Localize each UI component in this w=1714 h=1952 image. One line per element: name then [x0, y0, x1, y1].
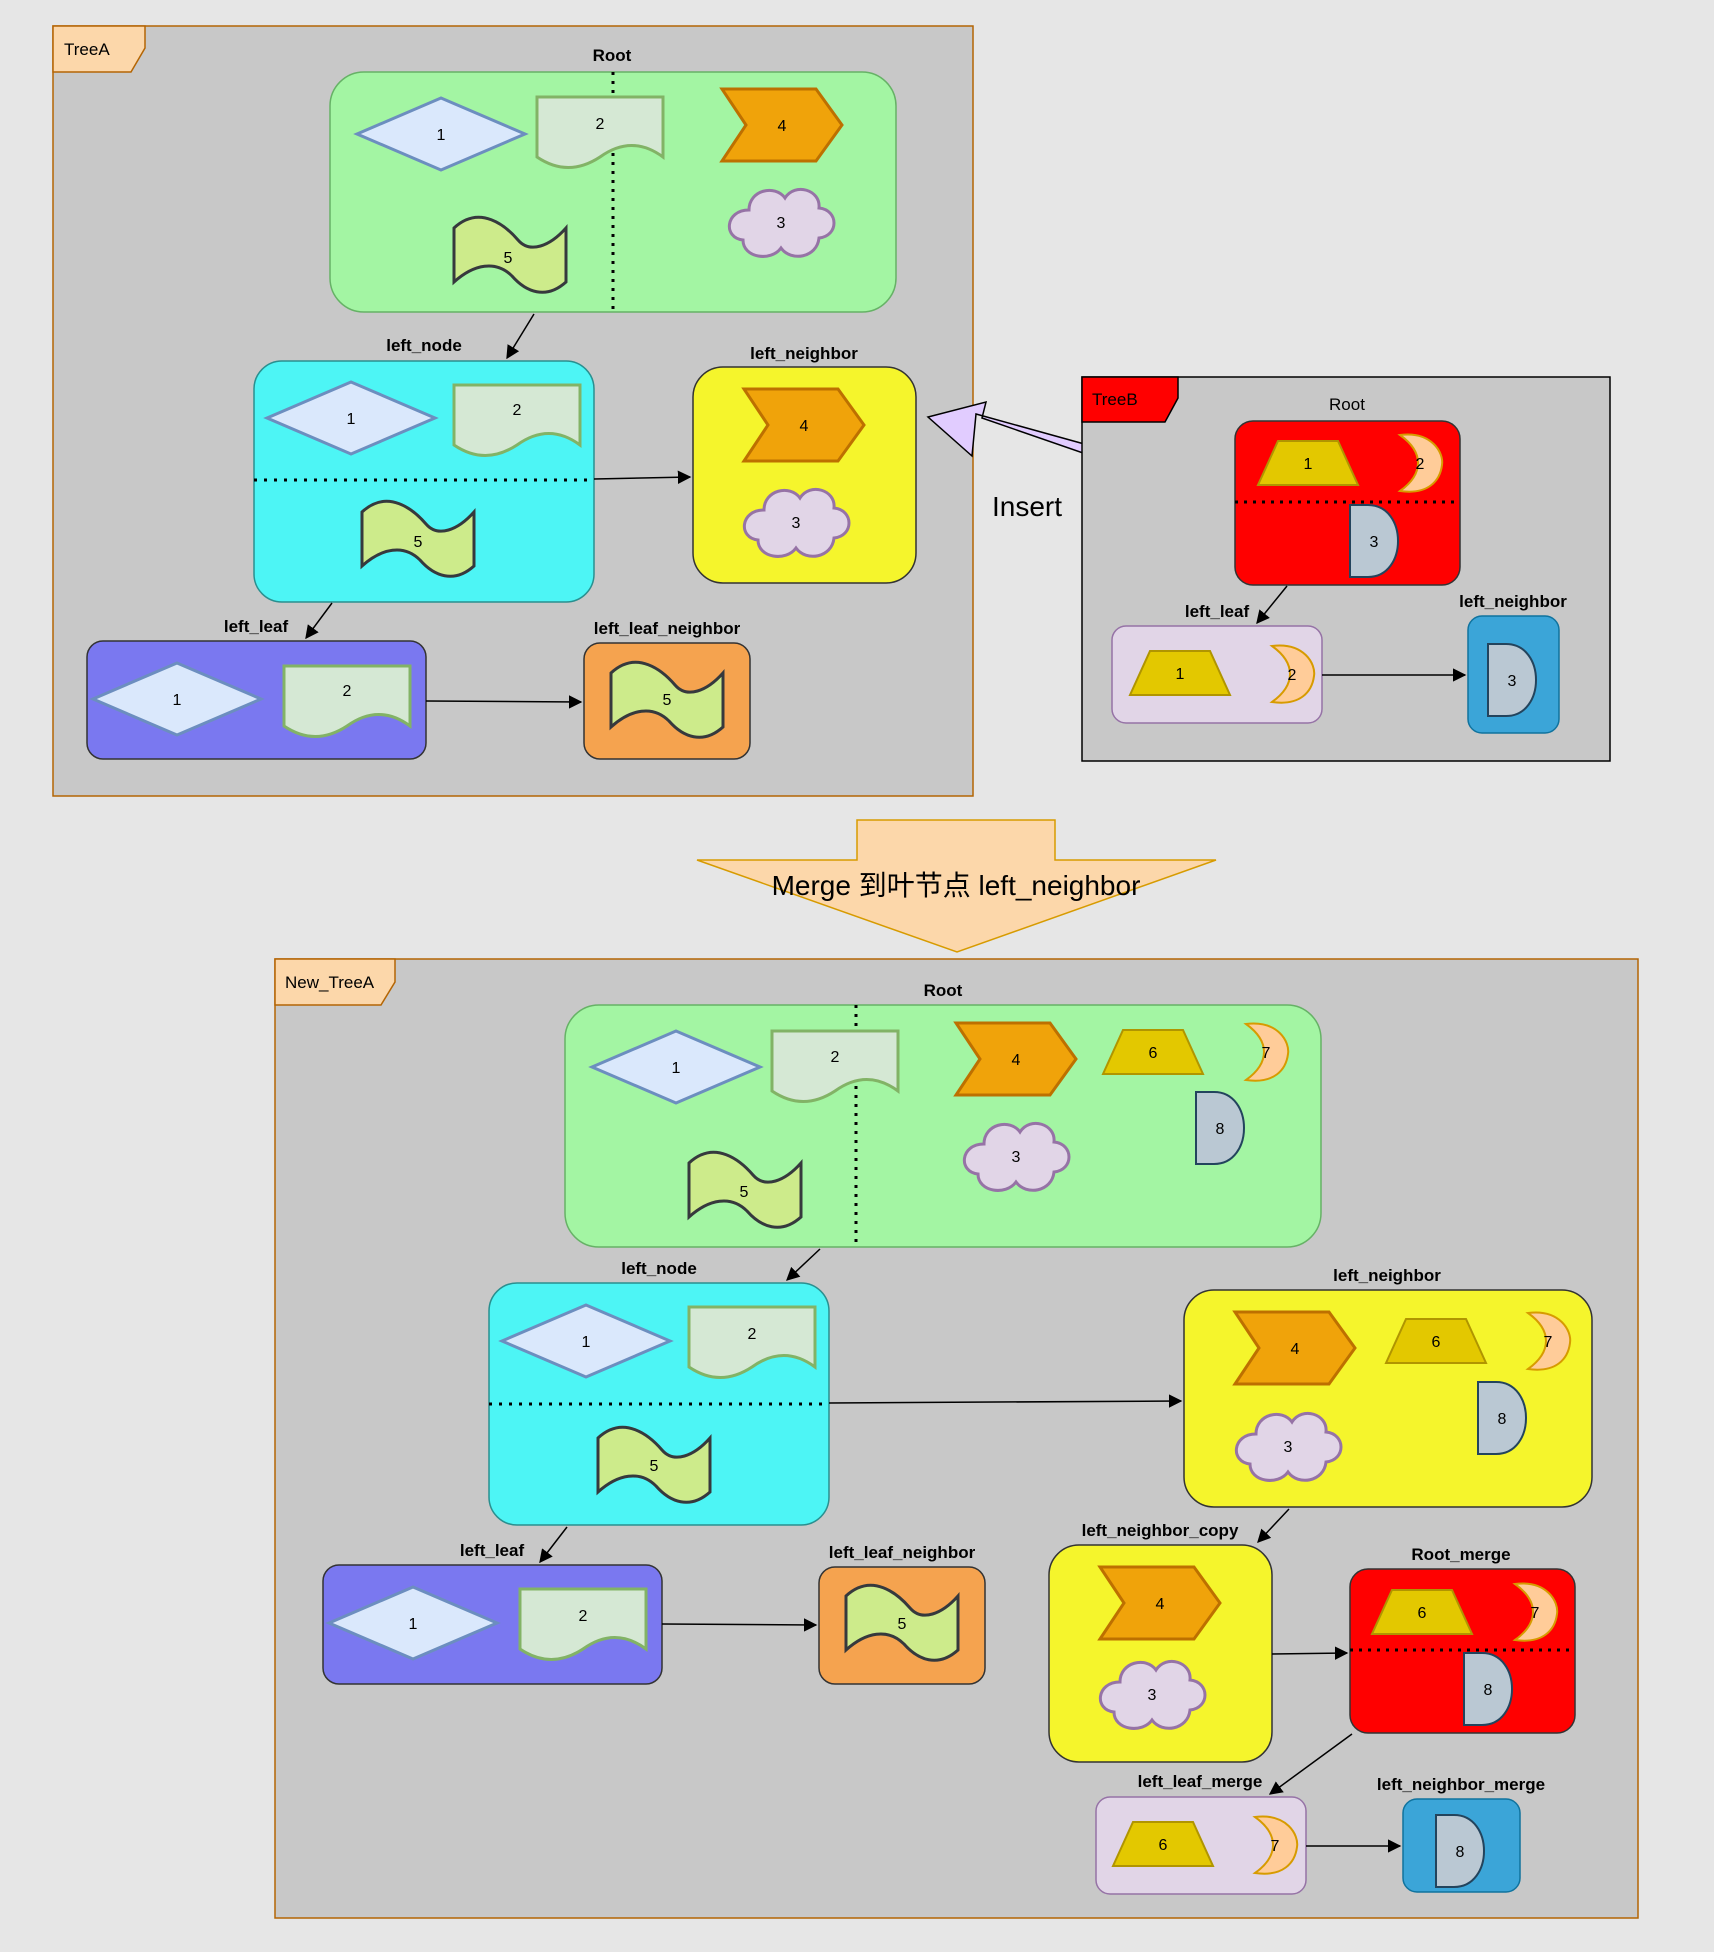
new-left-leaf-key-2: 2 — [579, 1608, 588, 1625]
tree-a-root-key-2: 2 — [596, 116, 605, 133]
new-edge-root-to-left-node — [786, 1248, 821, 1281]
tree-a-left-leaf-key-1: 1 — [173, 692, 182, 709]
tree-a-left-neighbor-key-4: 4 — [800, 418, 809, 435]
new-left-neighbor-key-3: 3 — [1284, 1439, 1293, 1456]
tree-a-left-leaf-neighbor-key-5: 5 — [663, 692, 672, 709]
tree-a-root-key-3: 3 — [777, 215, 786, 232]
tree-b-left-neighbor-key-3: 3 — [1508, 673, 1517, 690]
tree-a-edge-left-node-to-left-leaf — [305, 602, 333, 640]
new-left-neighbor-key-8: 8 — [1498, 1411, 1507, 1428]
new-edge-copy-to-root-merge — [1271, 1646, 1349, 1660]
new-left-node-key-5: 5 — [650, 1458, 659, 1475]
new-left-node-label: left_node — [621, 1259, 697, 1278]
tree-b-left-leaf-key-2: 2 — [1288, 667, 1297, 684]
new-root-label: Root — [924, 981, 963, 1000]
frame-tree-b-title: TreeB — [1092, 390, 1138, 409]
new-edge-left-leaf-to-neighbor — [661, 1618, 818, 1632]
new-left-neighbor-key-7: 7 — [1544, 1334, 1553, 1351]
new-root-merge-label: Root_merge — [1411, 1545, 1510, 1564]
tree-a-left-node-key-2: 2 — [513, 402, 522, 419]
merge-arrow-shape — [696, 819, 1217, 953]
tree-b-root-key-3: 3 — [1370, 534, 1379, 551]
new-left-neighbor-label: left_neighbor — [1333, 1266, 1441, 1285]
tree-a-left-neighbor-key-3: 3 — [792, 515, 801, 532]
new-left-leaf-merge-key-6: 6 — [1159, 1837, 1168, 1854]
tree-a-left-node-key-5: 5 — [414, 534, 423, 551]
tree-a-edge-left-node-to-neighbor — [593, 470, 692, 485]
tree-b-left-leaf-key-1: 1 — [1176, 666, 1185, 683]
frame-tree-a-title: TreeA — [64, 40, 110, 59]
new-root-key-7: 7 — [1262, 1045, 1271, 1062]
tree-b-root-key-1: 1 — [1304, 456, 1313, 473]
new-left-neighbor-key-6: 6 — [1432, 1334, 1441, 1351]
new-root-merge-key-7: 7 — [1531, 1605, 1540, 1622]
new-edge-left-node-to-neighbor — [828, 1394, 1183, 1408]
new-root-key-6: 6 — [1149, 1045, 1158, 1062]
new-left-leaf-label: left_leaf — [460, 1541, 525, 1560]
frame-new-tree-a-title: New_TreeA — [285, 973, 375, 992]
new-left-neighbor-merge-label: left_neighbor_merge — [1377, 1775, 1545, 1794]
insert-label: Insert — [992, 491, 1062, 522]
tree-a-edge-left-leaf-to-neighbor — [425, 695, 583, 709]
tree-a-left-leaf-key-2: 2 — [343, 683, 352, 700]
new-left-node-key-1: 1 — [582, 1334, 591, 1351]
new-left-leaf-merge-label: left_leaf_merge — [1138, 1772, 1263, 1791]
new-left-leaf-merge-key-7: 7 — [1271, 1838, 1280, 1855]
new-root-key-1: 1 — [672, 1060, 681, 1077]
tree-a-root-label: Root — [593, 46, 632, 65]
new-left-leaf-neighbor-key-5: 5 — [898, 1616, 907, 1633]
tree-a-left-neighbor-label: left_neighbor — [750, 344, 858, 363]
tree-a-root-key-1: 1 — [437, 127, 446, 144]
new-left-neighbor-copy-key-3: 3 — [1148, 1687, 1157, 1704]
tree-b-root-key-2: 2 — [1416, 456, 1425, 473]
tree-b-left-leaf-label: left_leaf — [1185, 602, 1250, 621]
new-left-leaf-neighbor-label: left_leaf_neighbor — [829, 1543, 976, 1562]
tree-b-left-neighbor-label: left_neighbor — [1459, 592, 1567, 611]
merge-label: Merge 到叶节点 left_neighbor — [772, 870, 1141, 901]
new-root-key-3: 3 — [1012, 1149, 1021, 1166]
new-root-key-8: 8 — [1216, 1121, 1225, 1138]
new-left-neighbor-copy-label: left_neighbor_copy — [1082, 1521, 1239, 1540]
new-left-neighbor-merge-key-8: 8 — [1456, 1844, 1465, 1861]
tree-a-left-node-key-1: 1 — [347, 411, 356, 428]
new-root-key-2: 2 — [831, 1049, 840, 1066]
new-left-neighbor-key-4: 4 — [1291, 1341, 1300, 1358]
new-edge-left-node-to-left-leaf — [539, 1526, 568, 1564]
new-left-neighbor-copy-key-4: 4 — [1156, 1596, 1165, 1613]
new-edge-root-merge-to-leaf-merge — [1268, 1733, 1353, 1795]
tree-a-root-key-4: 4 — [778, 118, 787, 135]
new-root-key-4: 4 — [1012, 1052, 1021, 1069]
tree-a-left-leaf-label: left_leaf — [224, 617, 289, 636]
new-root-merge-key-6: 6 — [1418, 1605, 1427, 1622]
tree-a-left-leaf-neighbor-label: left_leaf_neighbor — [594, 619, 741, 638]
new-edge-neighbor-to-copy — [1257, 1508, 1290, 1543]
tree-a-edge-root-to-left-node — [506, 313, 535, 360]
new-root-key-5: 5 — [740, 1184, 749, 1201]
tree-a-left-node-label: left_node — [386, 336, 462, 355]
tree-b-root-label: Root — [1329, 395, 1365, 414]
new-left-node-key-2: 2 — [748, 1326, 757, 1343]
tree-a-root-key-5: 5 — [504, 250, 513, 267]
new-root-merge-key-8: 8 — [1484, 1682, 1493, 1699]
tree-b-edge-root-to-left-leaf — [1256, 585, 1288, 625]
new-left-leaf-key-1: 1 — [409, 1616, 418, 1633]
